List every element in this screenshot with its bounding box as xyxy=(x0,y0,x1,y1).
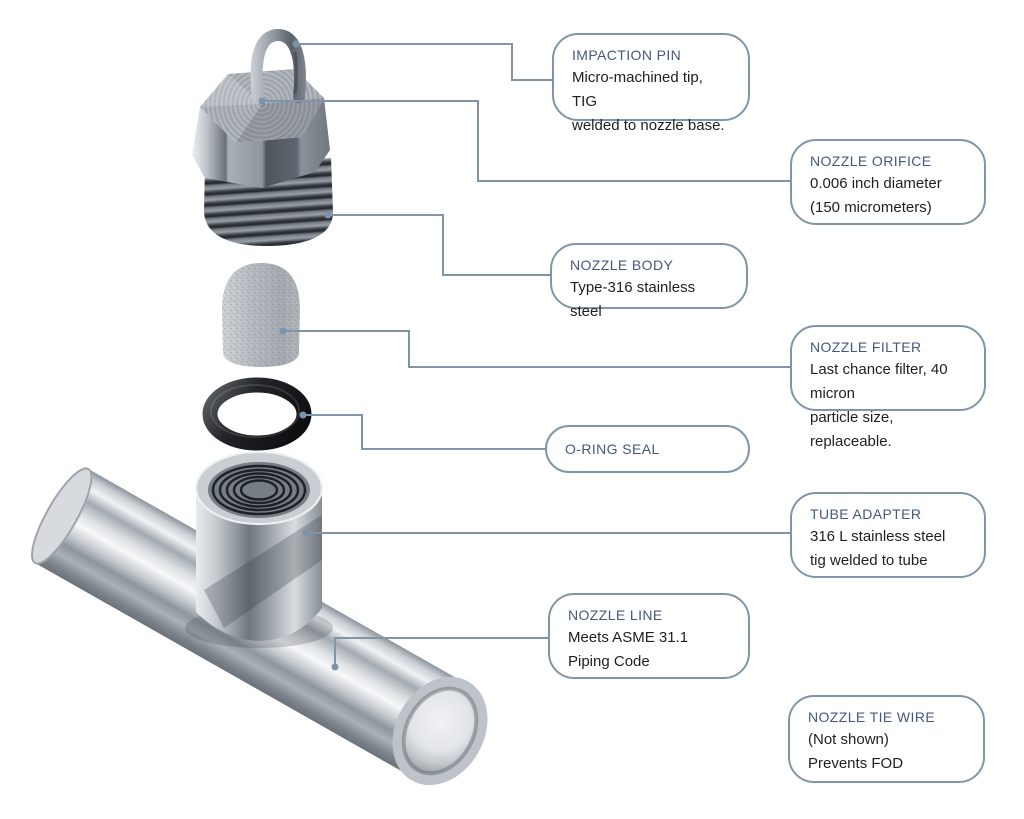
callout-line: Meets ASME 31.1 xyxy=(568,629,689,646)
callout-line: 316 L stainless steel xyxy=(810,528,946,545)
callout-nozzle-body: NOZZLE BODY Type-316 stainless steel xyxy=(550,243,748,320)
tube-adapter-part xyxy=(185,451,333,648)
leader-nozzle-body xyxy=(328,214,550,276)
callout-title: NOZZLE LINE xyxy=(568,607,663,623)
callout-title: IMPACTION PIN xyxy=(572,47,682,63)
leader-lines xyxy=(262,43,790,667)
callout-line: welded to nozzle base. xyxy=(572,117,725,134)
hex-head-side xyxy=(192,98,330,188)
callout-title: NOZZLE TIE WIRE xyxy=(808,709,936,725)
callout-line: Last chance filter, 40 micron xyxy=(810,361,948,402)
leader-nozzle-orifice xyxy=(262,100,790,182)
hex-nozzle-body-part xyxy=(192,29,333,246)
callout-title: NOZZLE BODY xyxy=(570,257,674,273)
leader-nozzle-line xyxy=(334,637,548,667)
callout-line: 0.006 inch diameter xyxy=(810,175,942,192)
impaction-pin-loop xyxy=(250,29,306,104)
callout-line: Type-316 stainless steel xyxy=(570,279,696,320)
leader-o-ring xyxy=(303,414,545,450)
callout-title: TUBE ADAPTER xyxy=(810,506,922,522)
callout-title: NOZZLE FILTER xyxy=(810,339,922,355)
o-ring-part xyxy=(202,377,312,451)
callout-line: (Not shown) xyxy=(808,731,889,748)
nozzle-filter-part xyxy=(222,263,300,367)
callout-line: particle size, replaceable. xyxy=(810,409,894,450)
callout-tube-adapter: TUBE ADAPTER 316 L stainless steel tig w… xyxy=(790,492,986,578)
callout-nozzle-filter: NOZZLE FILTER Last chance filter, 40 mic… xyxy=(790,325,986,450)
leader-nozzle-filter xyxy=(283,330,790,368)
leader-dots xyxy=(258,40,339,671)
callout-line: Piping Code xyxy=(568,653,650,670)
callout-impaction-pin: IMPACTION PIN Micro-machined tip, TIG we… xyxy=(552,33,750,134)
callout-title: NOZZLE ORIFICE xyxy=(810,153,932,169)
callout-line: tig welded to tube xyxy=(810,552,928,569)
leader-impaction-pin xyxy=(296,43,552,81)
callout-line: (150 micrometers) xyxy=(810,199,932,216)
callout-line: Micro-machined tip, TIG xyxy=(572,69,703,110)
callout-o-ring-seal: O-RING SEAL xyxy=(545,425,750,473)
callout-nozzle-orifice: NOZZLE ORIFICE 0.006 inch diameter (150 … xyxy=(790,139,986,225)
callout-line: Prevents FOD xyxy=(808,755,904,772)
hex-head-top-face xyxy=(200,69,324,143)
callout-nozzle-tie-wire: NOZZLE TIE WIRE (Not shown) Prevents FOD xyxy=(788,695,985,783)
callout-title: O-RING SEAL xyxy=(565,441,660,457)
callout-nozzle-line: NOZZLE LINE Meets ASME 31.1 Piping Code xyxy=(548,593,750,679)
tube-open-end xyxy=(392,676,488,786)
